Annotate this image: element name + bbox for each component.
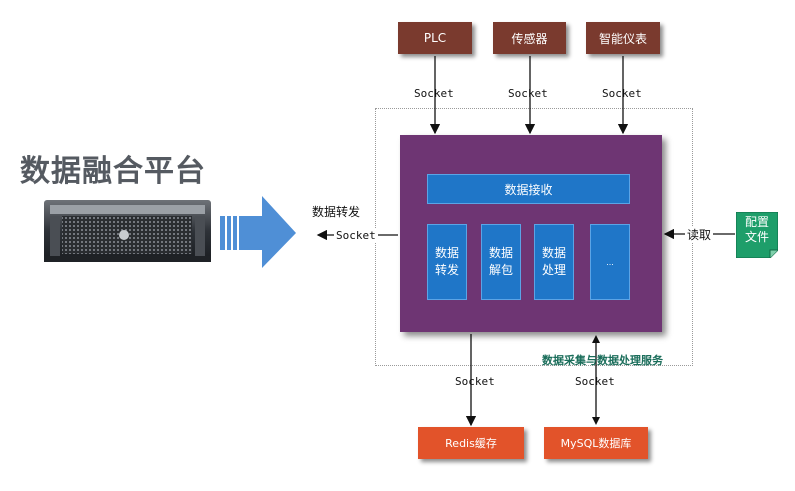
module-data-process: 数据 处理 [534, 224, 574, 300]
config-file-label: 配置 文件 [744, 215, 769, 244]
module-more: ... [590, 224, 630, 300]
module-data-forward: 数据 转发 [427, 224, 467, 300]
sensor-box: 传感器 [493, 22, 566, 54]
smart-meter-box: 智能仪表 [586, 22, 660, 54]
mysql-db-box: MySQL数据库 [544, 427, 648, 459]
plc-box: PLC [398, 22, 472, 54]
socket-label-sensor: Socket [508, 87, 548, 100]
socket-label-meter: Socket [602, 87, 642, 100]
socket-label-mysql: Socket [575, 375, 615, 388]
platform-title: 数据融合平台 [20, 154, 206, 189]
socket-label-redis: Socket [455, 375, 495, 388]
socket-label-plc: Socket [414, 87, 454, 100]
big-right-arrow [220, 196, 296, 268]
socket-label-forward: Socket [334, 229, 378, 242]
redis-cache-box: Redis缓存 [418, 427, 524, 459]
server-image [44, 200, 211, 262]
service-label: 数据采集与数据处理服务 [542, 354, 663, 367]
read-label: 读取 [685, 226, 714, 243]
module-data-unpack: 数据 解包 [481, 224, 521, 300]
config-file-icon [736, 212, 778, 258]
data-receive-box: 数据接收 [427, 174, 630, 204]
forward-label: 数据转发 [312, 205, 361, 219]
